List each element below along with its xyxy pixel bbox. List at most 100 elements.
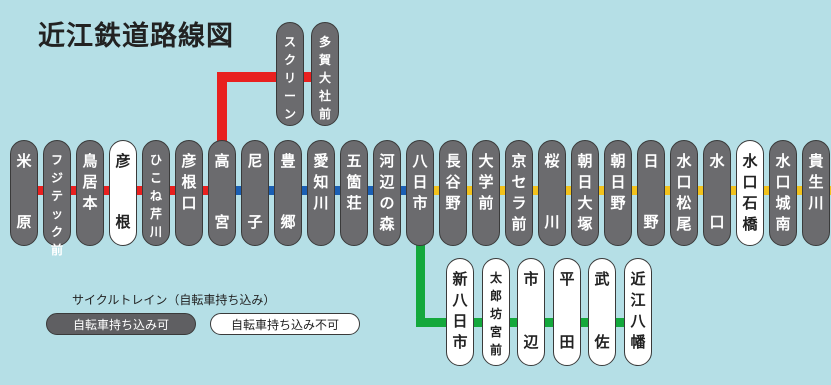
station-label-char: 子 (247, 213, 263, 231)
track-taga-horizontal (217, 72, 290, 82)
track-yokaichi-vertical (416, 242, 425, 326)
station-朝日野[interactable]: 朝日野 (604, 140, 632, 246)
station-label-char: 河 (379, 152, 395, 170)
station-label-char: ひ (149, 153, 162, 167)
station-日野[interactable]: 日野 (637, 140, 665, 246)
station-label-char: 水 (676, 152, 692, 170)
station-label-char: こ (149, 171, 162, 185)
station-label-char: 郷 (280, 213, 296, 231)
station-label-char: 知 (313, 173, 329, 191)
station-八日市[interactable]: 八日市 (406, 140, 434, 246)
station-label-char: 川 (313, 194, 329, 212)
station-label-char: 口 (181, 194, 197, 212)
track-taga-link (304, 72, 311, 82)
station-label-char: 塚 (577, 215, 593, 233)
station-label-char: 根 (181, 173, 197, 191)
station-label-char: 市 (452, 333, 468, 351)
station-label-char: 尼 (247, 152, 263, 170)
station-新八日市[interactable]: 新八日市 (446, 258, 474, 366)
station-label-char: 鳥 (82, 152, 98, 170)
station-太郎坊宮前[interactable]: 太郎坊宮前 (482, 258, 510, 366)
station-label-char: 江 (630, 291, 646, 309)
station-多賀大社前[interactable]: 多賀大社前 (311, 22, 339, 126)
station-米原[interactable]: 米原 (10, 140, 38, 246)
station-label-char: 辺 (523, 333, 539, 351)
station-label-char: 水 (709, 152, 725, 170)
track-taga-vertical (217, 72, 227, 145)
station-label-char: ン (283, 107, 296, 121)
station-label-char: 松 (676, 194, 692, 212)
station-水口松尾[interactable]: 水口松尾 (670, 140, 698, 246)
station-label-char: 水 (742, 152, 758, 170)
station-スクリーン[interactable]: スクリーン (276, 22, 304, 126)
legend-title: サイクルトレイン（自転車持ち込み） (72, 293, 276, 307)
station-近江八幡[interactable]: 近江八幡 (624, 258, 652, 366)
station-label-char: 武 (594, 270, 610, 288)
station-label-char: 日 (610, 173, 626, 191)
station-label-char: 朝 (577, 152, 593, 170)
station-水口城南[interactable]: 水口城南 (769, 140, 797, 246)
station-京セラ前[interactable]: 京セラ前 (505, 140, 533, 246)
station-尼子[interactable]: 尼子 (241, 140, 269, 246)
station-高宮[interactable]: 高宮 (208, 140, 236, 246)
station-label-char: の (379, 194, 395, 212)
station-label-char: 近 (630, 270, 646, 288)
station-label-char: 八 (452, 291, 468, 309)
station-label-char: 川 (544, 213, 560, 231)
station-武佐[interactable]: 武佐 (588, 258, 616, 366)
station-label-char: ー (283, 89, 296, 103)
station-label-char: ね (149, 189, 162, 203)
station-label-char: 彦 (181, 152, 197, 170)
station-label-char: 市 (523, 270, 539, 288)
station-label-char: 口 (775, 173, 791, 191)
legend-bike-allowed: 自転車持ち込み可 (46, 313, 196, 335)
station-label-char: 水 (775, 152, 791, 170)
station-label-char: 豊 (280, 152, 296, 170)
station-彦根[interactable]: 彦根 (109, 140, 137, 246)
station-label-char: 宮 (489, 325, 502, 339)
station-label-char: 森 (379, 215, 395, 233)
station-豊郷[interactable]: 豊郷 (274, 140, 302, 246)
station-愛知川[interactable]: 愛知川 (307, 140, 335, 246)
station-label-char: 坊 (489, 307, 502, 321)
station-河辺の森[interactable]: 河辺の森 (373, 140, 401, 246)
station-label-char: 居 (82, 173, 98, 191)
station-フジテック前[interactable]: フジテック前 (43, 140, 71, 257)
station-大学前[interactable]: 大学前 (472, 140, 500, 246)
station-平田[interactable]: 平田 (553, 258, 581, 366)
station-label-char: 五 (346, 152, 362, 170)
station-五箇荘[interactable]: 五箇荘 (340, 140, 368, 246)
station-label-char: 前 (318, 107, 331, 121)
station-彦根口[interactable]: 彦根口 (175, 140, 203, 246)
station-label-char: 日 (452, 312, 468, 330)
station-長谷野[interactable]: 長谷野 (439, 140, 467, 246)
station-label-char: 日 (643, 152, 659, 170)
station-label-char: 長 (445, 152, 461, 170)
station-label-char: セ (511, 173, 527, 191)
station-label-char: リ (283, 71, 296, 85)
station-label-char: 南 (775, 215, 791, 233)
station-label-char: 朝 (610, 152, 626, 170)
station-label-char: 高 (214, 152, 230, 170)
station-label-char: 根 (115, 213, 131, 231)
station-label-char: 本 (82, 194, 98, 212)
station-市辺[interactable]: 市辺 (517, 258, 545, 366)
station-水口石橋[interactable]: 水口石橋 (736, 140, 764, 246)
station-label-char: 貴 (808, 152, 824, 170)
station-貴生川[interactable]: 貴生川 (802, 140, 830, 246)
station-label-char: 原 (16, 213, 32, 231)
station-鳥居本[interactable]: 鳥居本 (76, 140, 104, 246)
station-桜川[interactable]: 桜川 (538, 140, 566, 246)
station-label-char: 野 (445, 194, 461, 212)
station-label-char: 橋 (742, 215, 758, 233)
station-label-char: 前 (511, 215, 527, 233)
station-朝日大塚[interactable]: 朝日大塚 (571, 140, 599, 246)
station-水口[interactable]: 水口 (703, 140, 731, 246)
station-label-char: 大 (318, 71, 331, 85)
station-label-char: 川 (808, 194, 824, 212)
station-label-char: 郎 (489, 289, 502, 303)
station-label-char: 日 (412, 173, 428, 191)
station-label-char: 野 (610, 194, 626, 212)
station-ひこね芹川[interactable]: ひこね芹川 (142, 140, 170, 246)
